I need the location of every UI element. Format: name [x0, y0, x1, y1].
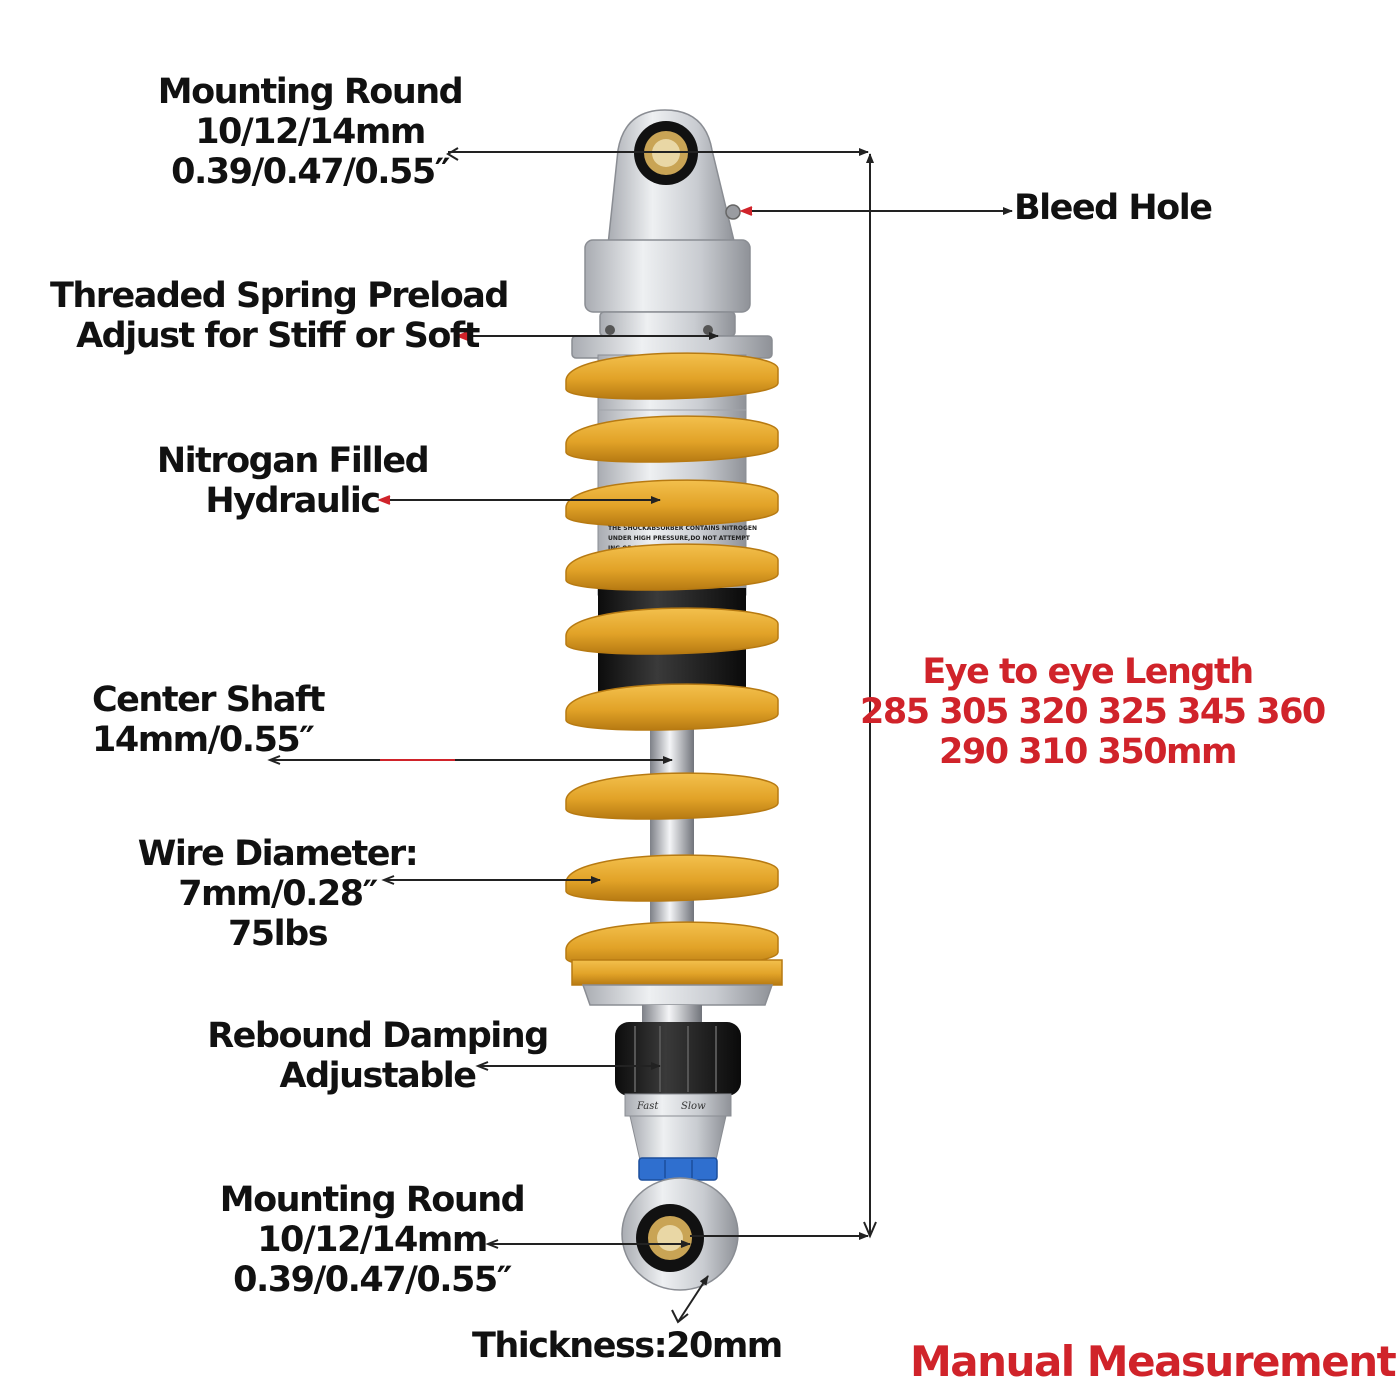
mount-top-line-3: 0.39/0.47/0.55″	[171, 152, 450, 192]
preload-line-1: Threaded Spring Preload	[50, 276, 509, 316]
spring-coil	[565, 543, 779, 591]
upper-collar	[571, 239, 773, 359]
eye-to-eye-line-3: 290 310 350mm	[939, 732, 1238, 772]
center-shaft-label: Center Shaft 14mm/0.55″	[92, 680, 325, 760]
spring-coil	[565, 772, 779, 820]
mount-bottom-line-2: 10/12/14mm	[257, 1220, 488, 1260]
spring-coil	[565, 352, 779, 400]
wire-line-2: 7mm/0.28″	[178, 874, 378, 914]
bleed-hole-label: Bleed Hole	[1014, 188, 1213, 228]
nitrogen-label: Nitrogan Filled Hydraulic	[150, 441, 435, 521]
wire-line-3: 75lbs	[227, 914, 329, 954]
sticker-line: THE SHOCKABSORBER CONTAINS NITROGEN	[608, 525, 757, 532]
mount-top-label: Mounting Round 10/12/14mm 0.39/0.47/0.55…	[150, 72, 470, 192]
wire-diameter-label: Wire Diameter: 7mm/0.28″ 75lbs	[130, 834, 425, 954]
manual-measurement-label: Manual Measurement	[910, 1337, 1397, 1386]
mount-bottom-line-3: 0.39/0.47/0.55″	[233, 1260, 512, 1300]
preload-label: Threaded Spring Preload Adjust for Stiff…	[50, 276, 509, 356]
eye-to-eye-label: Eye to eye Length 285 305 320 325 345 36…	[860, 652, 1326, 772]
preload-line-2: Adjust for Stiff or Soft	[76, 316, 480, 356]
thickness-label: Thickness:20mm	[472, 1326, 783, 1366]
adjuster-fast-mark: Fast	[636, 1101, 659, 1112]
wire-line-1: Wire Diameter:	[137, 834, 419, 874]
blue-lock-nut	[638, 1157, 718, 1181]
bottom-mount	[621, 1177, 739, 1291]
rebound-line-1: Rebound Damping	[207, 1016, 549, 1056]
eye-to-eye-line-1: Eye to eye Length	[922, 652, 1254, 692]
spring-coil	[565, 607, 779, 655]
sticker-line: UNDER HIGH PRESSURE,DO NOT ATTEMPT	[608, 535, 751, 542]
spring-coil	[565, 415, 779, 463]
mount-top-line-2: 10/12/14mm	[195, 112, 426, 152]
lower-spring-seat	[581, 984, 774, 1025]
rebound-line-2: Adjustable	[279, 1056, 477, 1096]
spring-coil	[565, 683, 779, 731]
spring-coil	[565, 854, 779, 902]
center-shaft-line-1: Center Shaft	[92, 680, 325, 720]
callout-lines	[267, 147, 1013, 1324]
adjuster-slow-mark: Slow	[681, 1101, 706, 1112]
rebound-label: Rebound Damping Adjustable	[200, 1016, 555, 1096]
eye-to-eye-line-2: 285 305 320 325 345 360	[860, 692, 1326, 732]
top-mount	[607, 109, 741, 246]
center-shaft-line-2: 14mm/0.55″	[92, 720, 315, 760]
nitrogen-line-1: Nitrogan Filled	[156, 441, 430, 481]
mount-bottom-label: Mounting Round 10/12/14mm 0.39/0.47/0.55…	[212, 1180, 532, 1300]
spring-coil	[571, 959, 783, 986]
bleed-screw-icon	[725, 204, 741, 220]
spring-coil	[565, 479, 779, 527]
nitrogen-line-2: Hydraulic	[205, 481, 381, 521]
rebound-adjuster: Fast Slow	[615, 1022, 741, 1181]
mount-top-line-1: Mounting Round	[157, 72, 464, 112]
coil-spring	[565, 352, 783, 986]
mount-bottom-line-1: Mounting Round	[219, 1180, 526, 1220]
